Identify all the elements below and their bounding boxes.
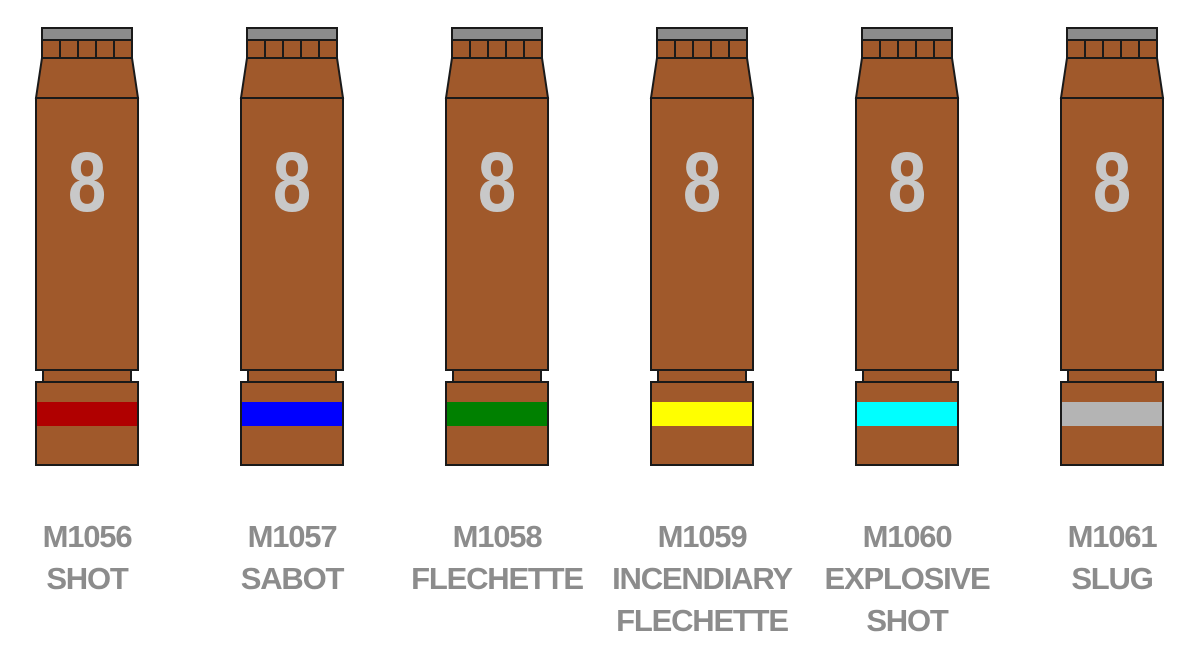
- shell-shoulder: [34, 57, 140, 99]
- gauge-number: 8: [272, 135, 312, 229]
- crimp-cap: [861, 27, 953, 41]
- crimp-cap: [246, 27, 338, 41]
- shell-neck: [452, 369, 542, 383]
- shell-m1061: 8: [1059, 0, 1170, 480]
- crimp-section: [451, 39, 543, 59]
- shell-drawing: [1059, 27, 1165, 466]
- gauge-number: 8: [477, 135, 517, 229]
- shell-neck: [42, 369, 132, 383]
- shell-shoulder: [854, 57, 960, 99]
- shell-shoulder: [649, 57, 755, 99]
- crimp-section: [861, 39, 953, 59]
- crimp-cap: [41, 27, 133, 41]
- model-number: M1057: [247, 519, 338, 554]
- gauge-number: 8: [887, 135, 927, 229]
- crimp-section: [41, 39, 133, 59]
- round-type: SHOT: [46, 561, 129, 596]
- model-number: M1059: [657, 519, 748, 554]
- crimp-cap: [656, 27, 748, 41]
- shell-m1058: 8: [444, 0, 555, 480]
- shell-m1059: 8: [649, 0, 760, 480]
- gauge-number: 8: [67, 135, 107, 229]
- shell-m1060: 8: [854, 0, 965, 480]
- round-type: SLUG: [1071, 561, 1154, 596]
- gauge-number: 8: [682, 135, 722, 229]
- model-number: M1061: [1067, 519, 1158, 554]
- crimp-section: [246, 39, 338, 59]
- shell-body: [650, 97, 754, 371]
- shell-drawing: [444, 27, 550, 466]
- color-band: [447, 402, 547, 426]
- shell-drawing: [649, 27, 755, 466]
- crimp-cap: [1066, 27, 1158, 41]
- color-band: [37, 402, 137, 426]
- shell-neck: [247, 369, 337, 383]
- shell-body: [35, 97, 139, 371]
- crimp-cap: [451, 27, 543, 41]
- color-band: [652, 402, 752, 426]
- round-type: SABOT: [240, 561, 345, 596]
- shell-drawing: [239, 27, 345, 466]
- shell-shoulder: [239, 57, 345, 99]
- round-type: EXPLOSIVE: [824, 561, 991, 596]
- crimp-section: [1066, 39, 1158, 59]
- crimp-section: [656, 39, 748, 59]
- round-type: SHOT: [866, 603, 949, 638]
- shell-body: [1060, 97, 1164, 371]
- shell-m1057: 8: [239, 0, 350, 480]
- color-band: [242, 402, 342, 426]
- round-type: INCENDIARY: [612, 561, 793, 596]
- model-number: M1056: [42, 519, 133, 554]
- shell-shoulder: [444, 57, 550, 99]
- shell-neck: [1067, 369, 1157, 383]
- shell-neck: [657, 369, 747, 383]
- model-number: M1058: [452, 519, 543, 554]
- shell-m1056: 8: [34, 0, 145, 480]
- shell-body: [855, 97, 959, 371]
- gauge-number: 8: [1092, 135, 1132, 229]
- shell-drawing: [854, 27, 960, 466]
- round-type: FLECHETTE: [616, 603, 789, 638]
- round-type: FLECHETTE: [411, 561, 584, 596]
- shell-body: [240, 97, 344, 371]
- shell-shoulder: [1059, 57, 1165, 99]
- shell-neck: [862, 369, 952, 383]
- model-number: M1060: [862, 519, 953, 554]
- color-band: [1062, 402, 1162, 426]
- color-band: [857, 402, 957, 426]
- shell-drawing: [34, 27, 140, 466]
